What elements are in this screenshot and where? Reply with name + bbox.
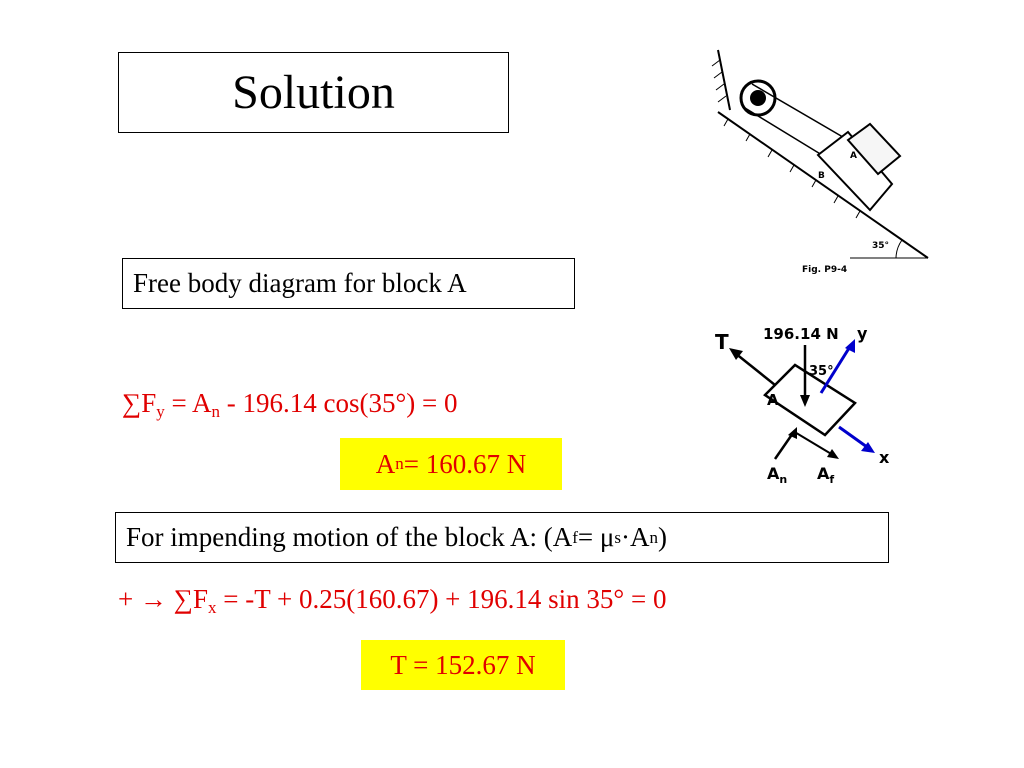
label-a: A	[850, 151, 857, 161]
fbd-label: Free body diagram for block A	[122, 258, 575, 309]
y-axis	[819, 344, 853, 394]
normal-force-label: An	[767, 464, 787, 486]
incline-figure: A B 35° Fig. P9-4	[711, 49, 929, 275]
equation-sum-fy: ∑Fy = An - 196.14 cos(35°) = 0	[122, 388, 458, 421]
free-body-diagram: A T 196.14 N 35° y x An Af	[715, 324, 890, 486]
normal-force-arrowhead	[788, 427, 797, 439]
rope-b	[744, 107, 823, 156]
block-b	[816, 130, 894, 212]
friction-arrowhead	[827, 449, 839, 459]
weight-label: 196.14 N	[763, 325, 839, 343]
y-axis-label: y	[857, 324, 868, 343]
wall-hatch	[711, 49, 731, 111]
fbd-angle-label: 35°	[809, 364, 834, 379]
fbd-block-label: A	[767, 391, 779, 409]
tension-arrow	[734, 352, 776, 386]
result-t: T = 152.67 N	[361, 640, 565, 690]
tension-arrowhead	[729, 348, 743, 360]
incline-surface	[717, 111, 929, 259]
slide-title: Solution	[118, 52, 509, 133]
friction-label: Af	[817, 464, 834, 486]
x-axis-arrowhead	[861, 442, 875, 453]
weight-arrowhead	[800, 395, 810, 407]
rope-a	[751, 83, 849, 141]
pulley-hub	[750, 90, 766, 106]
block-a	[846, 122, 902, 176]
y-axis-arrowhead	[845, 339, 855, 353]
tension-label: T	[715, 330, 729, 354]
angle-arc	[895, 239, 903, 259]
friction-arrow	[792, 430, 834, 456]
incline-hatch	[723, 118, 861, 219]
fig-caption: Fig. P9-4	[802, 265, 847, 275]
fbd-block	[763, 363, 857, 437]
equation-sum-fx: + → ∑Fx = -T + 0.25(160.67) + 196.14 sin…	[118, 584, 667, 617]
x-axis-label: x	[879, 448, 890, 467]
angle-label: 35°	[872, 241, 889, 251]
slide-title-text: Solution	[232, 66, 395, 119]
normal-force-arrow	[773, 432, 795, 460]
fbd-label-text: Free body diagram for block A	[133, 268, 467, 298]
x-axis	[838, 425, 868, 449]
label-b: B	[818, 171, 825, 181]
